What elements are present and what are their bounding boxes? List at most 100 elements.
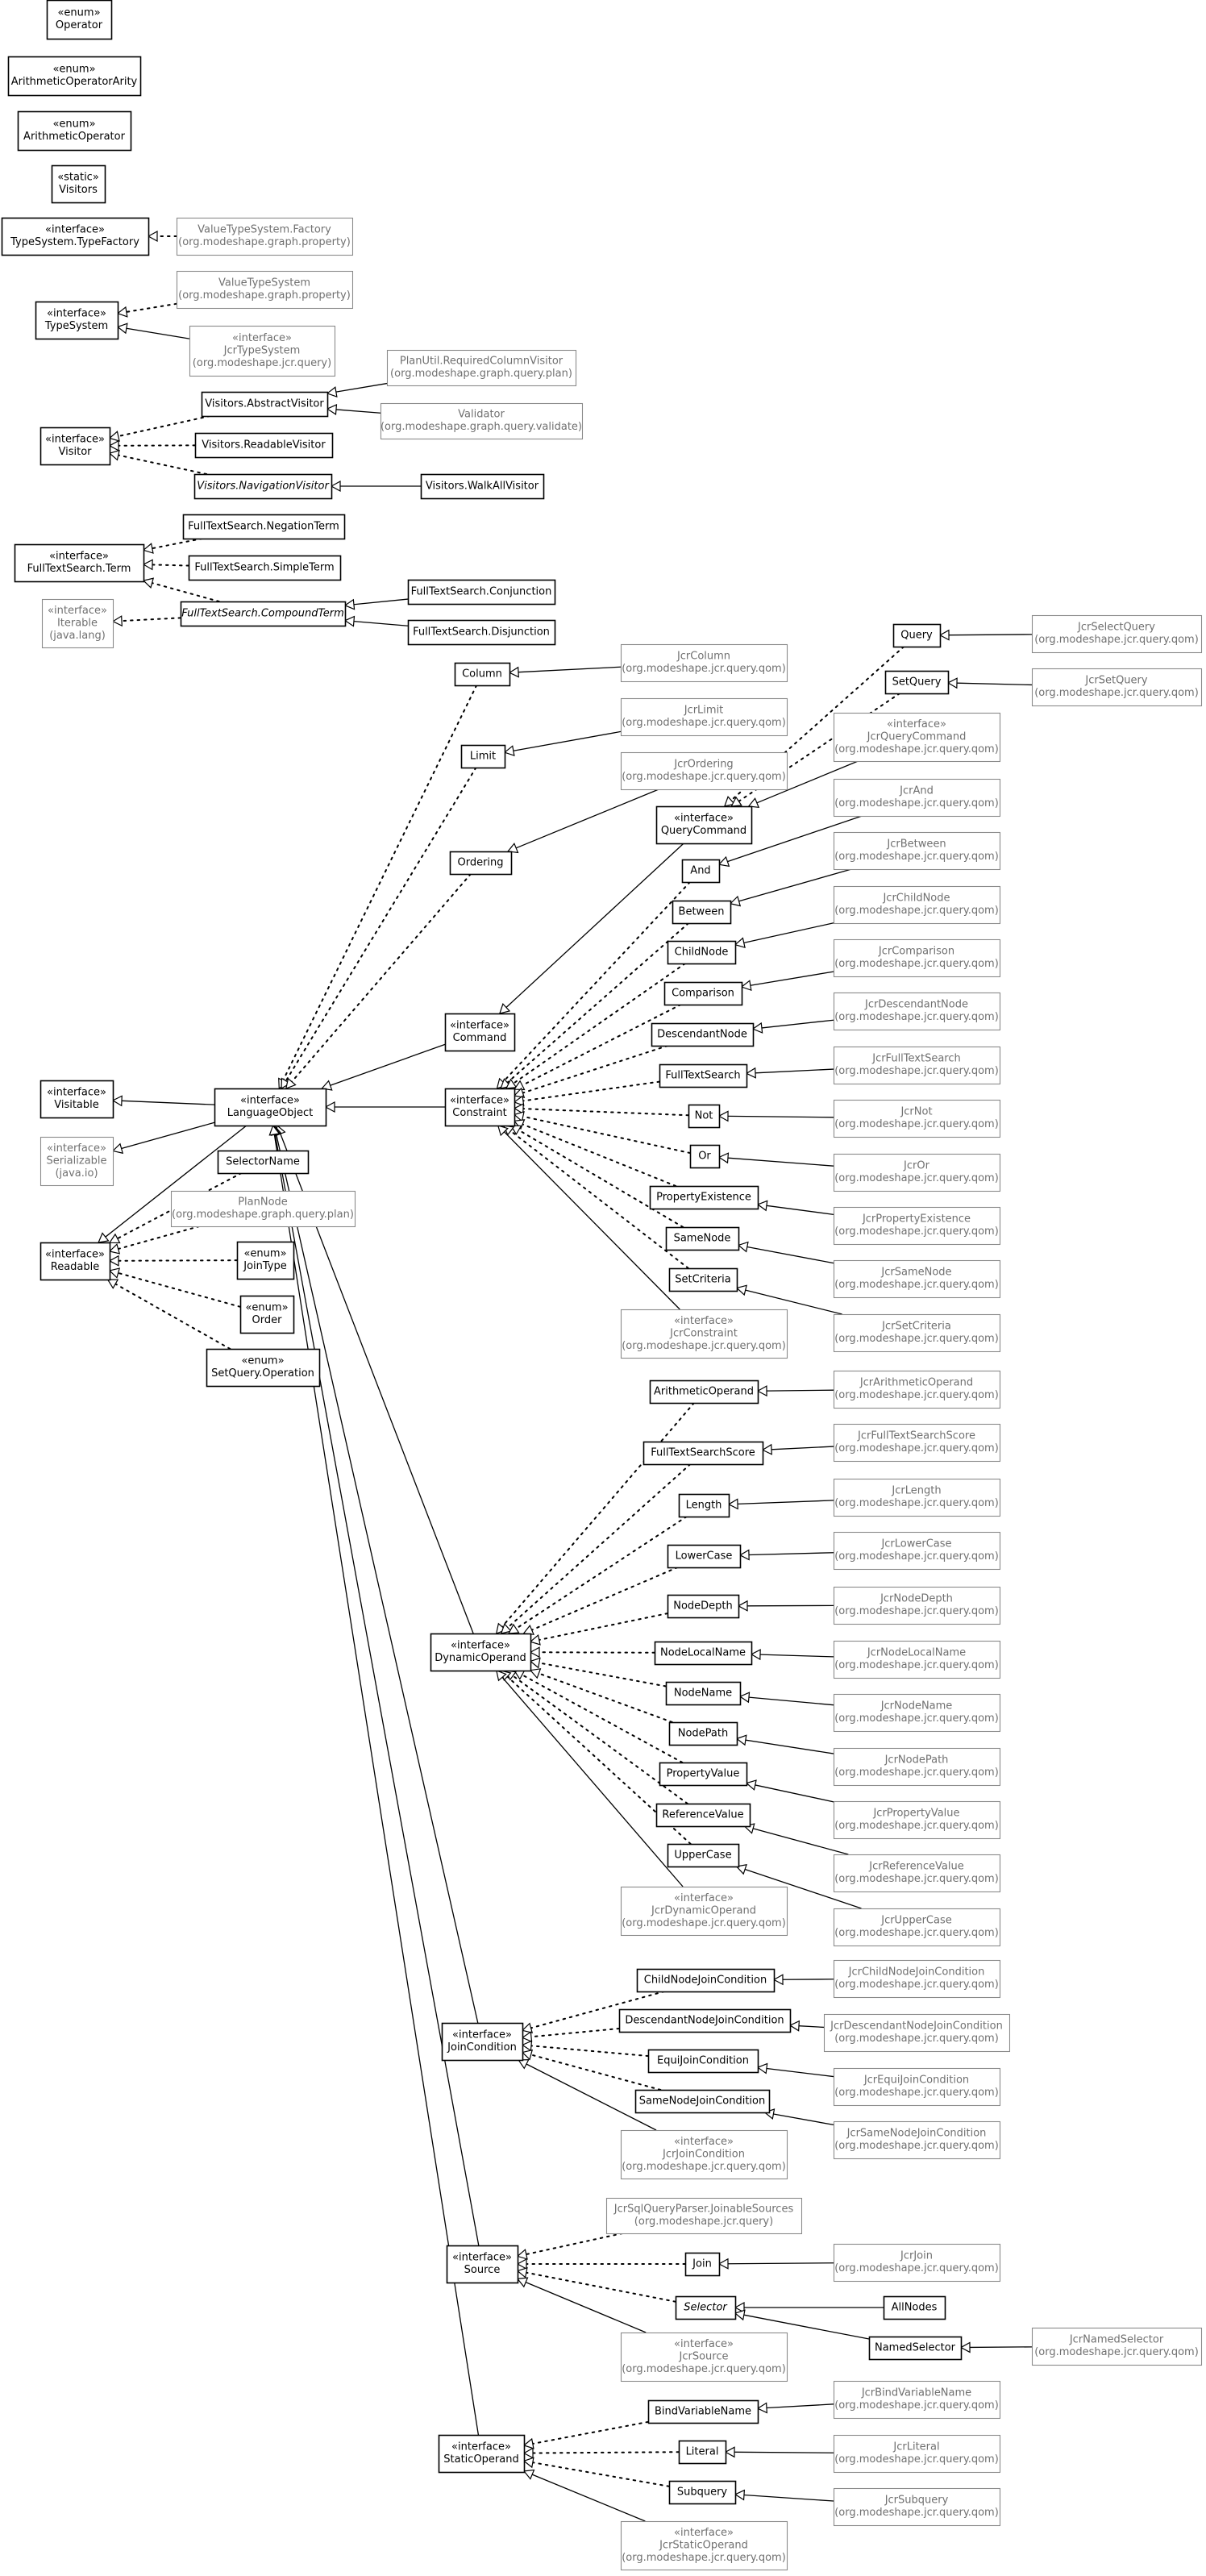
generalization-edge-walk-all-visitor-to-navigation-visitor — [330, 480, 421, 493]
class-box-jcr-property-existence: JcrPropertyExistence(org.modeshape.jcr.q… — [833, 1206, 1001, 1246]
hollow-triangle-arrowhead — [326, 386, 338, 397]
class-box-frame — [41, 598, 114, 649]
realization-edge-set-query-to-query-command — [730, 693, 901, 807]
class-box-frame — [833, 2380, 1001, 2420]
hollow-triangle-arrowhead — [740, 980, 752, 992]
realization-edge-child-node-join-condition-to-join-condition — [521, 1991, 665, 2033]
class-name: DescendantNode — [657, 1028, 747, 1040]
generalization-edge-language-object-to-visitable — [111, 1095, 215, 1107]
class-box-upper-case: UpperCase — [667, 1843, 740, 1868]
class-name: DescendantNodeJoinCondition — [625, 2014, 784, 2026]
class-box-query: Query — [892, 623, 942, 648]
edge-line — [117, 1271, 241, 1308]
hollow-triangle-arrowhead — [324, 1101, 335, 1113]
realization-edge-same-node-join-condition-to-join-condition — [521, 2049, 662, 2091]
generalization-edge-named-selector-to-selector — [734, 2309, 870, 2340]
stereotype-label: «interface» — [47, 1142, 106, 1155]
class-box-frame — [833, 938, 1001, 978]
class-name: JcrBindVariableName — [861, 2387, 971, 2399]
class-name: JcrNot — [900, 1106, 932, 1118]
class-box-join-condition: «interface»JoinCondition — [441, 2022, 524, 2062]
class-name: JcrSubquery — [884, 2495, 949, 2507]
hollow-triangle-arrowhead — [497, 1125, 509, 1137]
edge-line — [515, 789, 659, 849]
hollow-triangle-arrowhead — [717, 1152, 730, 1164]
hollow-triangle-arrowhead — [516, 2277, 529, 2288]
hollow-triangle-arrowhead — [717, 855, 730, 868]
hollow-triangle-arrowhead — [285, 1077, 297, 1089]
hollow-triangle-arrowhead — [496, 1670, 507, 1682]
generalization-edge-jcr-select-query-to-query — [938, 629, 1033, 641]
class-box-frame — [665, 1681, 742, 1706]
realization-edge-set-query-operation-to-readable — [106, 1279, 231, 1350]
class-box-jcr-or: JcrOr(org.modeshape.jcr.query.qom) — [833, 1153, 1001, 1192]
hollow-triangle-arrowhead — [521, 2022, 534, 2033]
class-box-bind-variable-name: BindVariableName — [647, 2399, 759, 2424]
realization-edge-comparison-to-constraint — [513, 1004, 682, 1091]
edge-line — [509, 1130, 689, 1269]
class-name: FullTextSearch.Conjunction — [411, 585, 552, 597]
hollow-triangle-arrowhead — [735, 1284, 747, 1296]
class-name: ReferenceValue — [662, 1808, 743, 1821]
edge-line — [752, 1828, 849, 1855]
class-box-command: «interface»Command — [444, 1013, 516, 1052]
edge-line — [518, 666, 622, 673]
realization-edge-arithmetic-operand-to-dynamic-operand — [495, 1402, 695, 1634]
class-name: JcrLength — [891, 1485, 941, 1497]
class-box-frame — [823, 2013, 1011, 2053]
generalization-edge-jcr-full-text-search-score-to-full-text-search-score — [761, 1443, 834, 1455]
edge-line — [502, 881, 691, 1083]
edge-line — [530, 1567, 679, 1631]
class-box-validator: Validator(org.modeshape.graph.query.vali… — [380, 402, 584, 440]
generalization-edge-jcr-source-to-source — [516, 2277, 647, 2333]
realization-edge-compound-term-to-iterable — [111, 615, 181, 627]
realization-edge-not-to-constraint — [513, 1103, 689, 1117]
generalization-edge-command-to-language-object — [321, 1043, 446, 1091]
class-box-frame — [833, 1478, 1001, 1517]
realization-edge-limit-to-language-object — [281, 767, 477, 1090]
class-name: NodeLocalName — [660, 1646, 746, 1658]
stereotype-label: «interface» — [47, 308, 106, 320]
hollow-triangle-arrowhead — [756, 2402, 767, 2414]
class-box-value-type-system: ValueTypeSystem(org.modeshape.graph.prop… — [176, 270, 354, 310]
class-name: JcrAnd — [899, 785, 934, 797]
class-name: JcrNamedSelector — [1069, 2334, 1164, 2346]
edge-line — [105, 1125, 247, 1238]
generalization-edge-jcr-full-text-search-to-full-text-search — [745, 1067, 834, 1079]
edge-line — [522, 1080, 660, 1102]
class-box-source: «interface»Source — [446, 2245, 519, 2284]
class-name: FullTextSearch.Disjunction — [413, 626, 550, 638]
class-box-frame — [620, 2129, 788, 2180]
edge-line — [335, 409, 381, 414]
class-box-frame — [672, 900, 732, 925]
class-box-frame — [407, 579, 556, 606]
edge-line — [290, 873, 472, 1083]
generalization-edge-jcr-node-name-to-node-name — [738, 1692, 834, 1706]
realization-edge-literal-to-static-operand — [522, 2447, 680, 2459]
class-name: SetQuery.Operation — [211, 1367, 314, 1380]
class-name: Comparison — [672, 987, 734, 999]
class-box-frame — [420, 473, 545, 500]
hollow-triangle-arrowhead — [513, 1111, 525, 1122]
stereotype-label: «enum» — [241, 1355, 284, 1367]
class-box-frame — [833, 1640, 1001, 1679]
class-name: UpperCase — [674, 1849, 731, 1861]
hollow-triangle-arrowhead — [938, 629, 950, 641]
generalization-edge-join-condition-to-language-object — [270, 1124, 479, 2024]
class-box-simple-term: FullTextSearch.SimpleTerm — [188, 555, 342, 581]
class-box-frame — [460, 744, 506, 769]
hollow-triangle-arrowhead — [500, 1623, 513, 1634]
class-name: Iterable — [57, 617, 98, 629]
class-box-frame — [438, 2434, 526, 2474]
hollow-triangle-arrowhead — [111, 1142, 124, 1155]
class-box-frame — [833, 2434, 1001, 2474]
package-label: (org.modeshape.jcr.query.qom) — [834, 1226, 999, 1238]
generalization-edge-query-command-to-command — [498, 843, 684, 1014]
class-box-frame — [14, 543, 145, 583]
hollow-triangle-arrowhead — [756, 2062, 768, 2075]
package-label: (org.modeshape.jcr.query.qom) — [622, 771, 786, 783]
stereotype-label: «interface» — [45, 224, 105, 236]
hollow-triangle-arrowhead — [507, 1623, 520, 1634]
class-name: PlanUtil.RequiredColumnVisitor — [400, 356, 563, 368]
hollow-triangle-arrowhead — [529, 1657, 541, 1669]
